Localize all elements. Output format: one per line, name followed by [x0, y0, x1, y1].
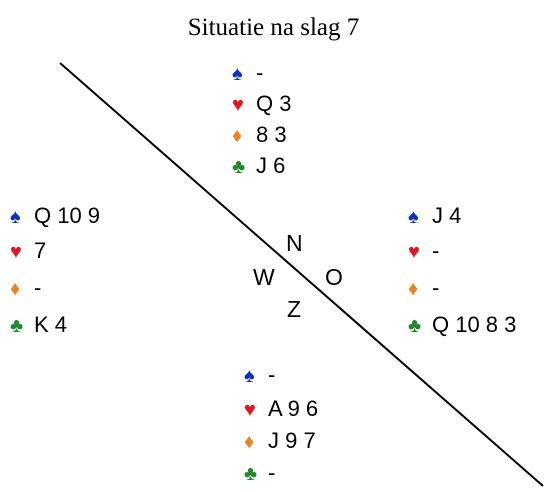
south-diamonds-cards: J 9 7	[268, 428, 316, 453]
east-spades-cards: J 4	[432, 203, 462, 228]
west-clubs-row: ♣ K 4	[10, 310, 67, 340]
east-hearts-row: ♥-	[408, 236, 439, 266]
compass-north: N	[286, 230, 303, 256]
west-clubs-cards: K 4	[34, 312, 68, 337]
diamond-icon: ♦	[244, 431, 255, 453]
spade-icon: ♠	[408, 206, 419, 228]
diamond-icon: ♦	[408, 278, 419, 300]
club-icon: ♣	[244, 463, 258, 485]
south-hearts-row: ♥ A 9 6	[244, 394, 318, 424]
club-icon: ♣	[10, 315, 24, 337]
south-diamonds-row: ♦ J 9 7	[244, 426, 316, 456]
east-spades-row: ♠ J 4	[408, 201, 461, 231]
north-spades-row: ♠-	[232, 58, 263, 88]
west-spades-cards: Q 10 9	[34, 203, 101, 228]
heart-icon: ♥	[232, 94, 244, 116]
south-clubs-row: ♣-	[244, 458, 275, 488]
north-clubs-cards: J 6	[256, 153, 286, 178]
compass-east: O	[325, 264, 343, 290]
west-diamonds-row: ♦-	[10, 273, 41, 303]
south-clubs-cards: -	[268, 460, 276, 485]
west-spades-row: ♠ Q 10 9	[10, 201, 100, 231]
north-hearts-row: ♥ Q 3	[232, 89, 291, 119]
west-diamonds-cards: -	[34, 275, 42, 300]
east-hearts-cards: -	[432, 238, 440, 263]
diamond-icon: ♦	[232, 125, 243, 147]
north-hearts-cards: Q 3	[256, 91, 292, 116]
compass-south: Z	[287, 296, 302, 322]
east-clubs-cards: Q 10 8 3	[432, 312, 517, 337]
spade-icon: ♠	[244, 365, 255, 387]
heart-icon: ♥	[10, 241, 22, 263]
north-diamonds-row: ♦ 8 3	[232, 120, 287, 150]
west-hearts-row: ♥7	[10, 236, 46, 266]
east-diamonds-row: ♦-	[408, 273, 439, 303]
north-spades-cards: -	[256, 60, 264, 85]
diamond-icon: ♦	[10, 278, 21, 300]
west-hearts-cards: 7	[34, 238, 47, 263]
south-spades-cards: -	[268, 362, 276, 387]
heart-icon: ♥	[244, 399, 256, 421]
south-spades-row: ♠-	[244, 360, 275, 390]
north-diamonds-cards: 8 3	[256, 122, 287, 147]
east-clubs-row: ♣ Q 10 8 3	[408, 310, 516, 340]
club-icon: ♣	[408, 315, 422, 337]
club-icon: ♣	[232, 156, 246, 178]
diagram-title: Situatie na slag 7	[187, 14, 360, 41]
diagonal-line	[59, 62, 544, 487]
spade-icon: ♠	[10, 206, 21, 228]
heart-icon: ♥	[408, 241, 420, 263]
east-diamonds-cards: -	[432, 275, 440, 300]
south-hearts-cards: A 9 6	[268, 396, 319, 421]
north-clubs-row: ♣ J 6	[232, 151, 285, 181]
compass-west: W	[253, 264, 275, 290]
spade-icon: ♠	[232, 63, 243, 85]
